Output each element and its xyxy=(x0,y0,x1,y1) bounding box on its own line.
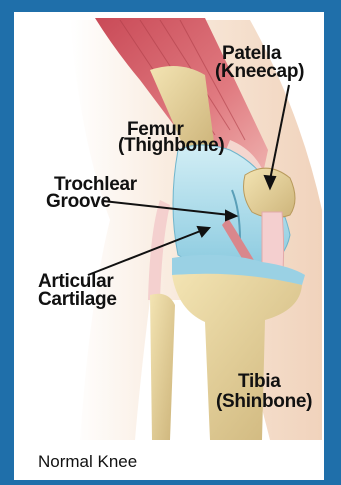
label-shinbone: (Shinbone) xyxy=(216,392,312,411)
label-kneecap: (Kneecap) xyxy=(215,62,304,81)
label-cartilage: Cartilage xyxy=(38,290,117,309)
label-thighbone: (Thighbone) xyxy=(118,136,224,155)
figure-caption: Normal Knee xyxy=(38,452,137,472)
fibula-bone xyxy=(150,294,175,440)
label-groove: Groove xyxy=(46,192,111,211)
label-tibia: Tibia xyxy=(238,372,281,391)
